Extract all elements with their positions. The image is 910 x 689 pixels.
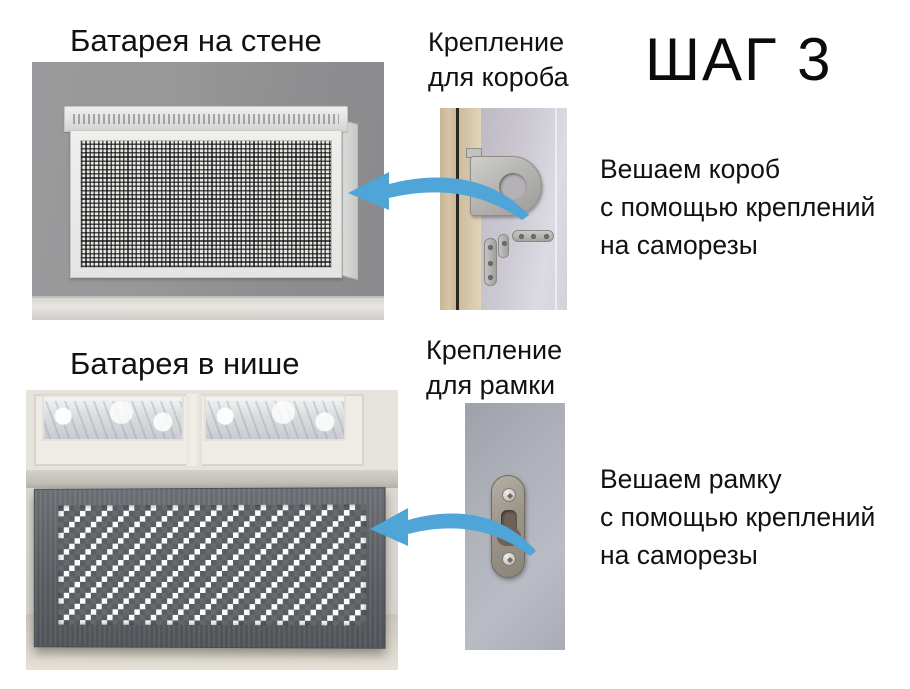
metal-strip-vertical <box>484 238 497 286</box>
box-top-vents <box>73 114 339 124</box>
arrow-to-box <box>348 172 529 220</box>
decorative-radiator-screen <box>33 487 386 649</box>
section-2-bracket-caption-line1: Крепление <box>426 335 563 365</box>
screw-hole <box>544 234 549 239</box>
window-pane-left <box>42 395 184 441</box>
step-title: ШАГ 3 <box>645 26 833 93</box>
window-pane-right <box>204 395 346 441</box>
wall-edge-shadow <box>456 108 459 310</box>
arrow-to-frame <box>370 508 536 556</box>
perforated-grille <box>80 140 332 268</box>
window-sill <box>26 470 398 488</box>
section-1-bracket-caption-line2: для короба <box>428 62 569 92</box>
section-2-text-line1: Вешаем рамку <box>600 464 782 494</box>
metal-strip-short <box>498 234 509 258</box>
panel-seam <box>555 108 557 310</box>
screw-top <box>502 488 516 502</box>
screen-pattern-panel <box>58 504 367 626</box>
section-2-bracket-caption-line2: для рамки <box>426 370 556 400</box>
section-2-heading: Батарея в нише <box>70 346 300 381</box>
window-mullion <box>186 394 202 466</box>
floor-strip <box>32 298 384 320</box>
radiator-screen-in-niche-photo <box>26 390 398 670</box>
section-2-text-line3: на саморезы <box>600 540 758 570</box>
section-1-heading: Батарея на стене <box>70 23 322 58</box>
box-top-panel <box>64 106 348 132</box>
screw-bottom <box>502 552 516 566</box>
section-1-text-line1: Вешаем короб <box>600 154 781 184</box>
screw-hole <box>488 261 493 266</box>
screw-hole <box>502 241 507 246</box>
section-2-text-line2: с помощью креплений <box>600 502 876 532</box>
screw-hole <box>531 234 536 239</box>
screw-hole <box>519 234 524 239</box>
section-1-text-line3: на саморезы <box>600 230 758 260</box>
section-1-text-line2: с помощью креплений <box>600 192 876 222</box>
screw-hole <box>488 275 493 280</box>
radiator-cover-on-wall-photo <box>32 62 384 320</box>
screw-hole <box>488 245 493 250</box>
radiator-box-cover <box>64 106 358 280</box>
section-1-bracket-caption-line1: Крепление <box>428 27 565 57</box>
metal-strip-horizontal <box>512 230 554 242</box>
wall-edge-outer <box>440 108 456 310</box>
box-front-panel <box>70 130 342 278</box>
